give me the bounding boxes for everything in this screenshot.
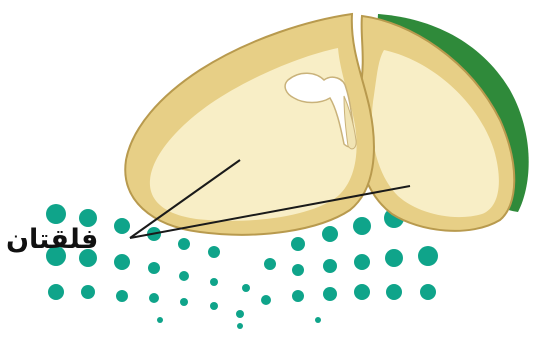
- pattern-dot: [385, 249, 403, 267]
- pattern-dot: [81, 285, 95, 299]
- pattern-dot: [178, 238, 190, 250]
- pattern-dot: [48, 284, 64, 300]
- pattern-dot: [292, 264, 304, 276]
- pattern-dot: [386, 284, 402, 300]
- pattern-dot: [210, 302, 218, 310]
- pattern-dot: [354, 284, 370, 300]
- pattern-dot: [208, 246, 220, 258]
- cotyledons-label: فلقتان: [6, 226, 98, 253]
- pattern-dot: [315, 317, 321, 323]
- pattern-dot: [180, 298, 188, 306]
- pattern-dot: [323, 259, 337, 273]
- pattern-dot: [264, 258, 276, 270]
- pattern-dot: [322, 226, 338, 242]
- pattern-dot: [420, 284, 436, 300]
- pattern-dot: [114, 254, 130, 270]
- pattern-dot: [116, 290, 128, 302]
- pattern-dot: [46, 204, 66, 224]
- pattern-dot: [291, 237, 305, 251]
- right-cotyledon: [356, 14, 528, 231]
- pattern-dot: [323, 287, 337, 301]
- pattern-dot: [148, 262, 160, 274]
- pattern-dot: [242, 284, 250, 292]
- pattern-dot: [418, 246, 438, 266]
- pattern-dot: [114, 218, 130, 234]
- pattern-dot: [237, 323, 243, 329]
- pattern-dot: [149, 293, 159, 303]
- pattern-dot: [210, 278, 218, 286]
- pattern-dot: [353, 217, 371, 235]
- pattern-dot: [157, 317, 163, 323]
- pattern-dot: [292, 290, 304, 302]
- pattern-dot: [261, 295, 271, 305]
- pattern-dot: [354, 254, 370, 270]
- pattern-dot: [236, 310, 244, 318]
- left-cotyledon: [125, 14, 374, 235]
- pattern-dot: [179, 271, 189, 281]
